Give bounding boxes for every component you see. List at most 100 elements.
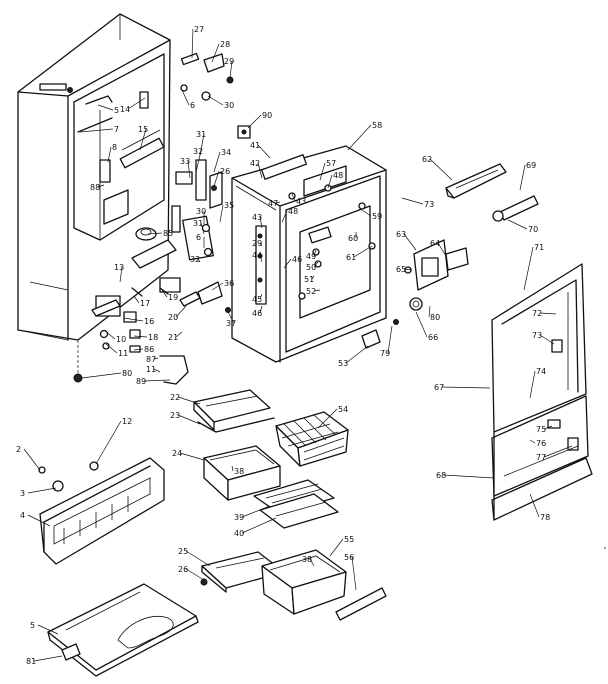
callout-c-19: 19: [161, 289, 178, 302]
callout-c-8: 8: [107, 143, 117, 163]
callout-c-23: 23: [170, 411, 201, 425]
part-number-label: 23: [170, 411, 180, 420]
callout-c-87: 87: [146, 355, 159, 364]
part-number-label: 74: [536, 367, 546, 376]
part-number-label: 63: [396, 230, 406, 239]
part-number-label: 58: [372, 121, 382, 130]
part-number-label: 73: [424, 200, 434, 209]
part-number-label: 54: [338, 405, 348, 414]
callout-c-39: 39: [234, 505, 271, 522]
leader-line: [105, 343, 118, 354]
leader-line: [211, 43, 220, 63]
leader-line: [23, 448, 41, 471]
part-number-label: 71: [534, 243, 544, 252]
callout-c-5a: 5: [97, 104, 119, 115]
callout-c-66: 66: [415, 311, 438, 342]
part-number-label: 55: [344, 535, 354, 544]
part-number-label: 15: [138, 125, 148, 134]
callout-c-34: 34: [213, 148, 231, 173]
callout-c-80: 80: [428, 305, 440, 322]
part-number-label: 81: [26, 657, 36, 666]
leader-line: [257, 144, 271, 159]
callout-c-74: 74: [529, 367, 546, 399]
glass-shelf-upper: [193, 389, 275, 433]
part-number-label: 89: [136, 377, 146, 386]
leader-line: [177, 414, 201, 425]
leader-line: [139, 128, 147, 151]
control-panel-cover: [38, 457, 165, 565]
leader-line: [259, 242, 263, 247]
part-number-label: 38: [302, 555, 312, 564]
leader-line: [207, 95, 224, 106]
callout-c-14: 14: [120, 97, 146, 114]
part-number-label: 19: [168, 293, 178, 302]
wire-basket: [275, 411, 349, 467]
callout-c-61: 61: [346, 245, 373, 262]
leader-line: [345, 345, 369, 364]
callout-c-42: 42: [250, 159, 263, 179]
leader-line: [529, 439, 536, 444]
callout-c-13: 13: [114, 263, 124, 283]
leader-line: [361, 209, 372, 217]
callout-c-11: 11: [105, 343, 128, 358]
callout-c-44: 44: [252, 251, 263, 263]
callout-c-27: 27: [191, 25, 204, 59]
callout-c-71: 71: [523, 243, 544, 291]
part-number-label: 48: [288, 207, 298, 216]
callout-c-4: 4: [20, 511, 51, 527]
part-number-label: 86: [144, 345, 154, 354]
callout-c-15: 15: [138, 125, 148, 151]
callout-c-25: 25: [178, 547, 211, 567]
leader-line: [127, 97, 146, 110]
leader-line: [429, 158, 453, 181]
leader-line: [291, 193, 296, 202]
part-number-label: 66: [428, 333, 438, 342]
callout-c-29: 29: [224, 57, 234, 79]
leader-line: [95, 420, 122, 465]
leader-line: [79, 128, 114, 133]
callout-c-48a: 48: [281, 207, 298, 223]
part-number-label: 27: [194, 25, 204, 34]
part-number-label: 18: [148, 333, 158, 342]
part-number-label: 61: [346, 253, 356, 262]
callout-c-26b: 26: [178, 565, 205, 581]
callout-c-36: 36: [211, 279, 234, 291]
callout-c-73: 73: [401, 197, 434, 209]
callout-c-67: 67: [434, 383, 491, 392]
leader-line: [259, 254, 263, 263]
part-number-label: 6: [190, 101, 195, 110]
part-number-label: 37: [226, 319, 236, 328]
leader-line: [347, 124, 372, 151]
leader-line: [185, 550, 211, 567]
callout-c-78: 78: [529, 493, 550, 522]
leader-line: [213, 151, 221, 173]
callout-c-46b: 46: [252, 305, 263, 318]
leader-line: [317, 408, 338, 429]
leader-line: [403, 268, 413, 271]
callout-c-75: 75: [536, 425, 553, 434]
part-number-label: 79: [380, 349, 390, 358]
part-number-label: 32: [190, 255, 200, 264]
part-number-label: 67: [434, 383, 444, 392]
part-number-label: 22: [170, 393, 180, 402]
part-number-label: 53: [338, 359, 348, 368]
callout-c-79: 79: [380, 325, 393, 358]
part-number-label: 34: [221, 148, 231, 157]
leader-line: [219, 204, 224, 223]
callout-c-20: 20: [168, 305, 187, 322]
part-number-label: 5: [114, 106, 119, 115]
part-number-label: 30: [224, 101, 234, 110]
part-number-label: 44: [252, 251, 262, 260]
part-number-label: 31: [193, 219, 203, 228]
leader-line: [539, 334, 555, 345]
leader-line: [143, 379, 171, 382]
part-number-label: 6: [196, 233, 201, 242]
callout-c-59: 59: [361, 209, 382, 221]
part-number-label: 80: [430, 313, 440, 322]
leader-line: [351, 556, 357, 591]
part-number-label: 75: [536, 425, 546, 434]
refrigerator-door: [491, 263, 593, 521]
leader-line: [311, 275, 315, 280]
callout-c-30b: 30: [196, 207, 206, 224]
